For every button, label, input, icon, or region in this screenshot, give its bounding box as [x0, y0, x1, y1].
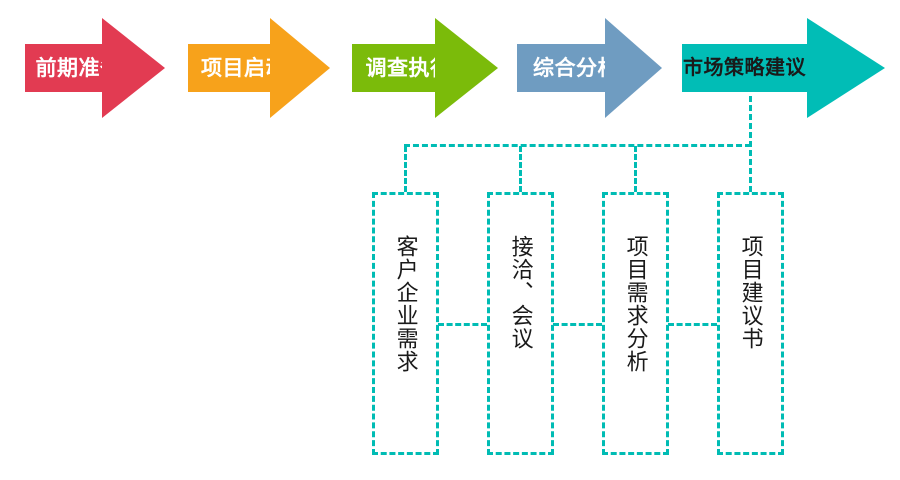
stage-arrow-analysis: 综合分析 [517, 18, 662, 118]
arrow-head-icon [807, 18, 885, 118]
arrow-body: 前期准备 [25, 44, 121, 92]
connector-box1-box2 [438, 323, 487, 326]
arrow-body: 调查执行 [352, 44, 451, 92]
stage-arrow-preparation: 前期准备 [25, 18, 165, 118]
arrow-body: 综合分析 [517, 44, 619, 92]
deliverable-label: 项目建议书 [738, 235, 764, 350]
stage-label: 项目启动 [201, 56, 287, 80]
deliverable-box-proposal: 项目建议书 [717, 192, 784, 455]
stage-label: 市场策略建议 [683, 57, 806, 79]
stage-arrow-strategy-recommendation: 市场策略建议 [682, 18, 885, 118]
connector-drop-box3 [634, 146, 637, 192]
connector-drop-box1 [404, 146, 407, 192]
deliverable-box-meetings: 接洽、会议 [487, 192, 554, 455]
deliverable-box-client-needs: 客户企业需求 [372, 192, 439, 455]
stage-label: 综合分析 [533, 56, 619, 80]
connector-drop-box2 [519, 146, 522, 192]
deliverable-label: 接洽、会议 [508, 235, 534, 350]
deliverable-label: 客户企业需求 [393, 235, 419, 373]
arrow-head-icon [102, 18, 165, 118]
stage-arrow-kickoff: 项目启动 [188, 18, 330, 118]
connector-tree-top [404, 144, 751, 147]
deliverable-box-requirement-analysis: 项目需求分析 [602, 192, 669, 455]
connector-box2-box3 [553, 323, 602, 326]
arrow-head-icon [270, 18, 330, 118]
arrow-head-icon [605, 18, 662, 118]
arrow-body: 市场策略建议 [682, 44, 807, 92]
stage-arrow-survey-execution: 调查执行 [352, 18, 498, 118]
arrow-head-icon [435, 18, 498, 118]
connector-box3-box4 [668, 323, 717, 326]
stage-label: 调查执行 [365, 56, 452, 80]
arrow-body: 项目启动 [188, 44, 287, 92]
deliverable-label: 项目需求分析 [623, 235, 649, 373]
stage-label: 前期准备 [35, 56, 122, 80]
